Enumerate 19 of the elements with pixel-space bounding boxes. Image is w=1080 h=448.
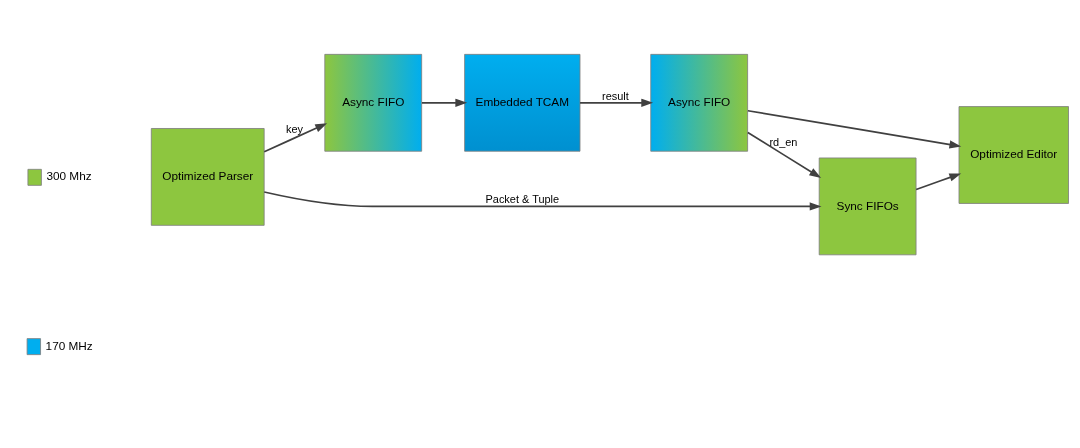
arrow <box>915 172 962 190</box>
legend-label: 170 MHz <box>45 338 93 352</box>
edge-label: key <box>285 122 303 135</box>
arrow <box>263 122 328 153</box>
arrow <box>579 98 654 107</box>
legend-label: 300 Mhz <box>46 168 92 182</box>
node-box: Optimized Editor <box>958 105 1069 204</box>
node-box: Embedded TCAM <box>464 53 581 152</box>
arrow <box>421 98 468 107</box>
node-box: Sync FIFOs <box>818 157 917 255</box>
node-box: Optimized Parser <box>150 127 265 226</box>
node-box: Async FIFO <box>650 53 749 152</box>
arrow <box>263 190 822 211</box>
edge-label: result <box>602 89 629 102</box>
edge-label: Packet & Tuple <box>485 192 560 205</box>
arrow <box>746 131 822 178</box>
node-box: Async FIFO <box>324 53 423 152</box>
arrow <box>747 109 962 148</box>
edge-label: rd_en <box>769 135 798 148</box>
